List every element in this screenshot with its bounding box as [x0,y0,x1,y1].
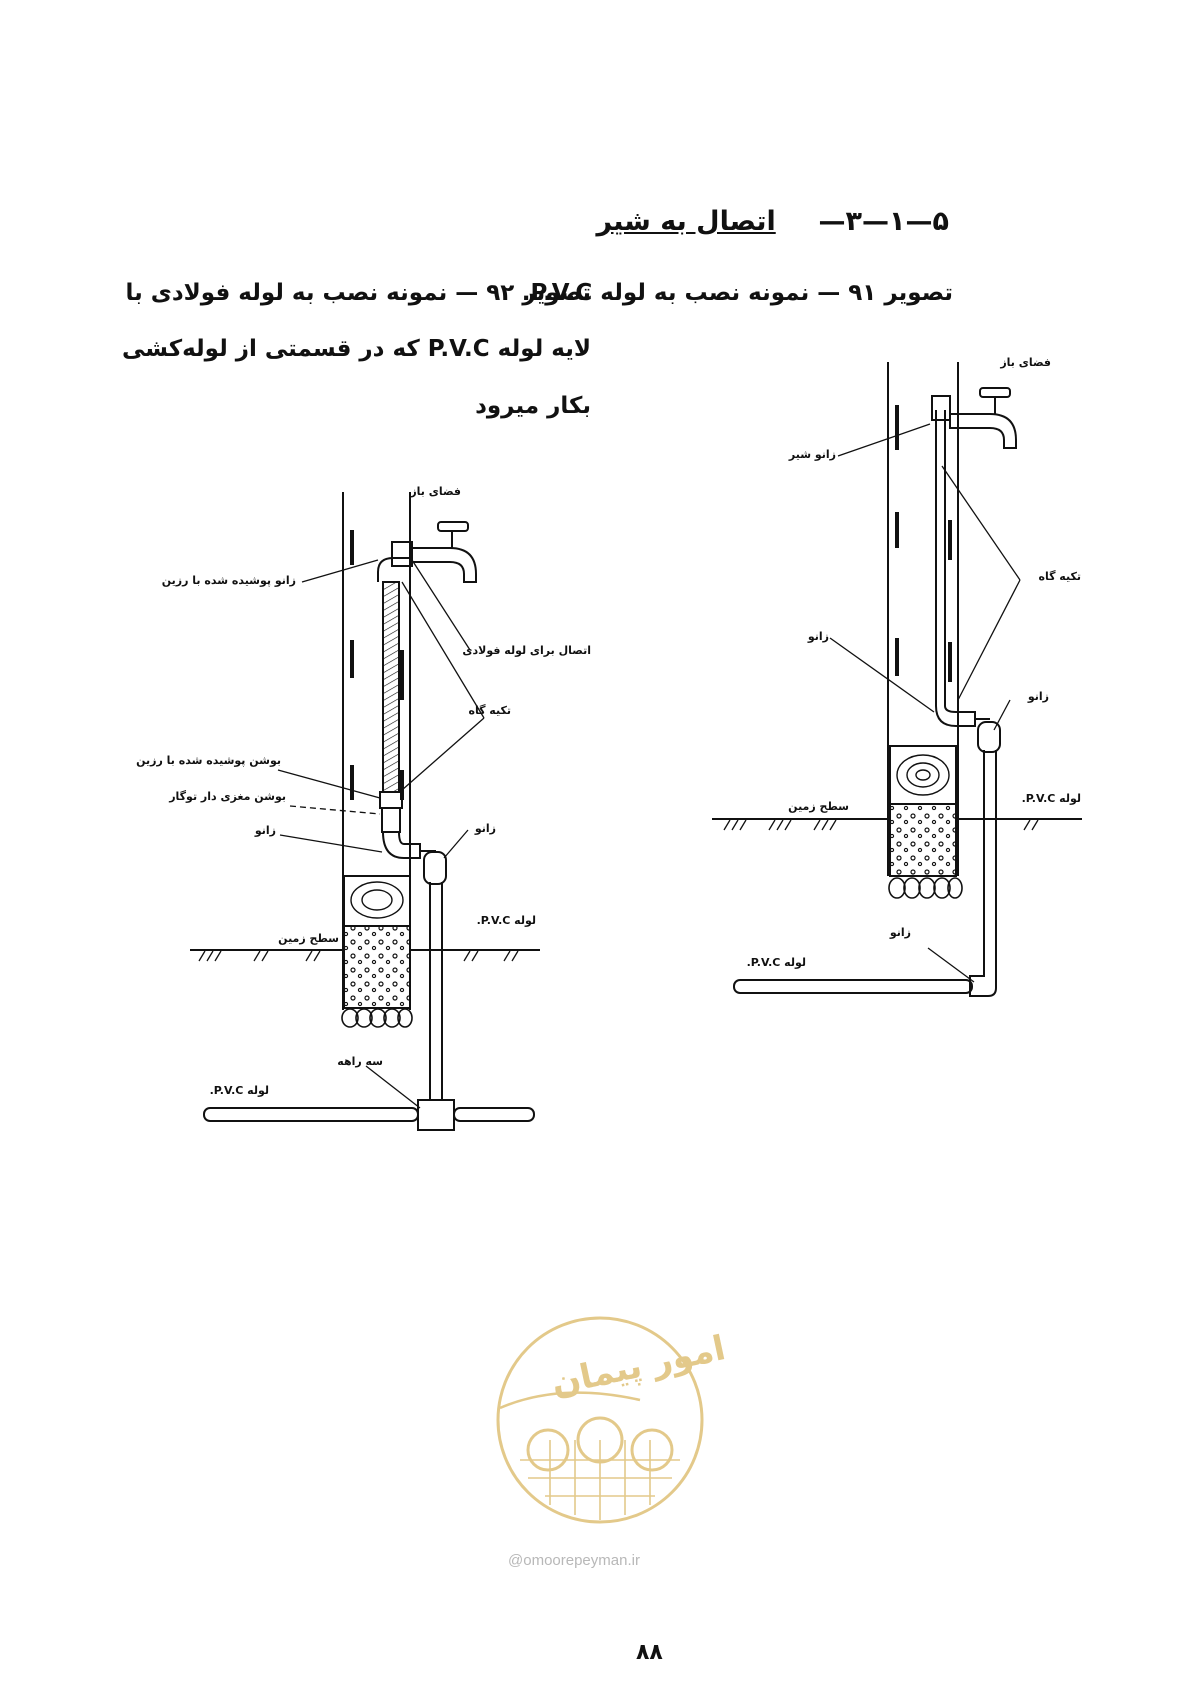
fig91-concrete-block [889,803,957,877]
fig92-coated-elbow [377,557,410,582]
fig91-label-elbow-a: زانو [807,630,829,643]
figure-92-caption-line-1: تصویر ۹۲ — نمونه نصب به لوله فولادی با [125,280,592,306]
fig92-label-pvc-pipe-lower: لوله P.V.C. [209,1084,269,1097]
fig91-label-elbow-c: زانو [889,926,911,939]
fig91-label-pvc-pipe-upper: لوله P.V.C. [1021,792,1081,805]
fig92-tee [417,1099,455,1131]
fig91-label-pvc-pipe-lower: لوله P.V.C. [746,956,806,969]
fig92-threaded-bushing [381,807,401,833]
fig92-label-open-space: فضای باز [410,485,461,498]
fig92-label-support: تکیه گاه [468,704,511,717]
section-title: اتصال به شیر [596,206,776,237]
fig91-label-elbow-b: زانو [1027,690,1049,703]
fig91-valve-elbow [931,395,951,421]
fig92-label-bushing-threaded: بوشن مغزی دار توگار [169,790,286,803]
watermark-logo [496,1316,704,1524]
fig92-tap-handle [437,521,469,532]
fig92-cobbles [341,1008,413,1028]
watermark-url: @omoorepeyman.ir [508,1552,640,1569]
fig92-ground-hatching [198,950,519,962]
fig92-leader-lines [277,559,485,1109]
watermark-grid [520,1440,680,1520]
fig91-label-ground-surface: سطح زمین [788,800,849,813]
fig91-tap-handle [979,387,1011,398]
fig91-tap [949,413,1017,449]
watermark-circle [496,1316,704,1524]
fig92-label-bushing-coated: بوشن پوشیده شده با رزین [136,754,281,767]
fig92-label-elbow-a: زانو [254,824,276,837]
fig91-post-marks [895,405,952,682]
fig92-label-tee: سه راهه [337,1055,383,1068]
fig92-label-elbow-b: زانو [474,822,496,835]
fig91-cobbles [888,877,963,899]
fig92-bottom-pvc-pipe-right [453,1107,535,1122]
fig92-label-steel-connection: اتصال برای لوله فولادی [462,644,591,657]
fig91-bottom-elbow [969,968,997,997]
fig92-label-ground-surface: سطح زمین [278,932,339,945]
fig92-outer-elbow [423,851,447,885]
section-number: ۵—۱—۳— [818,206,949,237]
fig91-ground-hatching [723,819,1039,831]
figure-91-drawing [712,362,1082,997]
page-number: ۸۸ [636,1640,663,1665]
watermark-gear-right-icon [630,1428,674,1472]
fig91-leader-lines [829,423,1021,983]
figure-92-caption-line-3: بکار میرود [475,393,591,419]
figure-91-caption: تصویر ۹۱ — نمونه نصب به لوله P.V.C. [521,280,953,306]
fig91-label-support: تکیه گاه [1038,570,1081,583]
figure-92-caption-line-2: لایه لوله P.V.C که در قسمتی از لوله‌کشی [122,336,591,362]
watermark-gear-center-icon [576,1416,624,1464]
watermark-gear-left-icon [526,1428,570,1472]
fig91-outer-elbow [977,721,1001,753]
fig92-bottom-pvc-pipe-left [203,1107,419,1122]
fig91-bottom-pvc-pipe [733,979,973,994]
fig92-label-pvc-pipe-upper: لوله P.V.C. [476,914,536,927]
fig91-label-elbow-valve: زانو شیر [788,448,836,461]
fig91-label-open-space: فضای باز [1000,356,1051,369]
fig92-steel-pipe [382,581,400,793]
fig92-label-elbow-coated: زانو پوشیده شده با رزین [161,574,296,587]
section-heading: ۵—۱—۳— اتصال به شیر [596,206,949,237]
fig91-lower-elbow [935,705,976,727]
figure-92-drawing [190,492,540,1131]
fig92-lower-elbow [382,831,421,859]
fig92-tap [411,547,477,583]
fig92-coated-bushing [379,791,403,809]
fig92-concrete-block [343,925,411,1009]
